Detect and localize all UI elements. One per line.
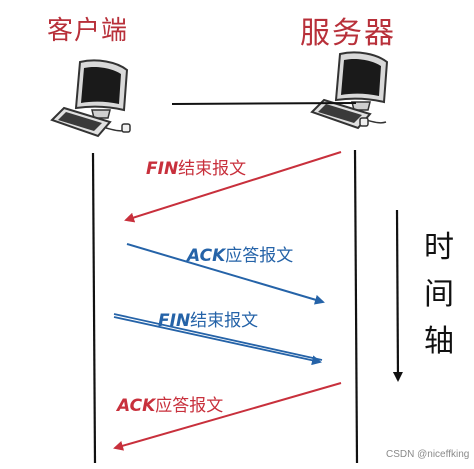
connection-line [171, 102, 357, 105]
fin-arrow-server-to-client [124, 151, 342, 223]
message-text: 结束报文 [178, 159, 246, 179]
time-axis-arrow [392, 209, 403, 382]
message-text: 应答报文 [225, 246, 293, 266]
message-text: 结束报文 [190, 311, 258, 331]
message-text: 应答报文 [155, 396, 223, 416]
ack-arrow-server-to-client [113, 382, 342, 451]
message-prefix: ACK [185, 246, 227, 266]
time-axis-label-char: 轴 [424, 324, 454, 359]
ack-arrow-client-to-server [126, 243, 325, 305]
message-label: ACK应答报文 [185, 246, 293, 266]
watermark: CSDN @niceffking [386, 449, 470, 460]
server-lifeline [353, 149, 359, 464]
time-axis-label-char: 间 [424, 277, 454, 312]
message-prefix: ACK [115, 396, 157, 416]
message-label: ACK应答报文 [115, 396, 223, 416]
message-label: FIN结束报文 [158, 311, 258, 331]
computer-icon [310, 51, 389, 130]
message-label: FIN结束报文 [146, 159, 246, 179]
message-prefix: FIN [146, 159, 178, 179]
time-axis-label-char: 时 [424, 230, 454, 265]
computer-icon [50, 59, 131, 138]
server-title: 服务器 [300, 16, 396, 51]
client-lifeline [91, 152, 97, 464]
client-title: 客户端 [47, 16, 129, 46]
fin-arrow-client-to-server [113, 313, 322, 362]
message-prefix: FIN [158, 311, 190, 331]
